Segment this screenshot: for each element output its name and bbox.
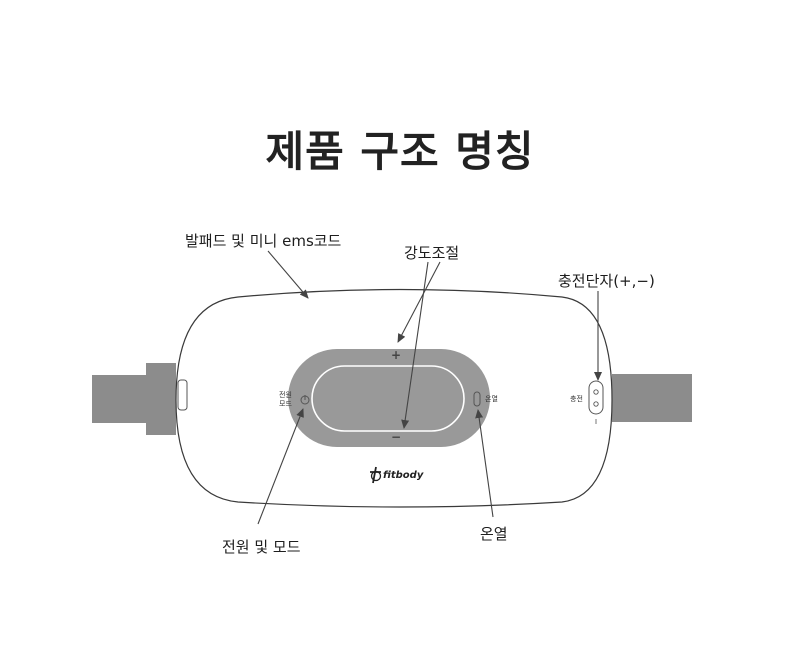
intensity-label: 강도조절 [404, 244, 460, 262]
power-button-label-line2: 모드 [279, 400, 292, 408]
right-strap [612, 374, 692, 422]
charge-port-label: 충전 [570, 395, 583, 403]
left-clip [177, 379, 188, 411]
power-button-label-line1: 전원 [279, 391, 292, 399]
brand-logo-text: fitbody [383, 470, 424, 481]
page-title: 제품 구조 명칭 [265, 127, 535, 176]
brand-logo-icon [370, 466, 382, 484]
power-mode-arrow [257, 408, 304, 525]
heat-button-label: 온열 [485, 395, 498, 403]
foot-pad-arrow [267, 250, 309, 299]
power-button-icon [300, 395, 310, 405]
intensity-minus-arrow [401, 261, 429, 429]
heat-label: 온열 [480, 525, 508, 543]
intensity-plus-arrow [397, 261, 441, 343]
heat-button-icon [473, 391, 481, 407]
left-strap [92, 363, 176, 435]
plus-symbol: + [391, 348, 402, 362]
heat-arrow [475, 409, 494, 518]
minus-symbol: − [391, 430, 402, 444]
charge-port-icon [588, 380, 604, 415]
control-panel-inner [311, 365, 465, 432]
foot-pad-label: 발패드 및 미니 ems코드 [185, 232, 342, 250]
power-mode-label: 전원 및 모드 [222, 538, 301, 556]
charge-terminal-label: 충전단자(+,−) [558, 272, 655, 290]
